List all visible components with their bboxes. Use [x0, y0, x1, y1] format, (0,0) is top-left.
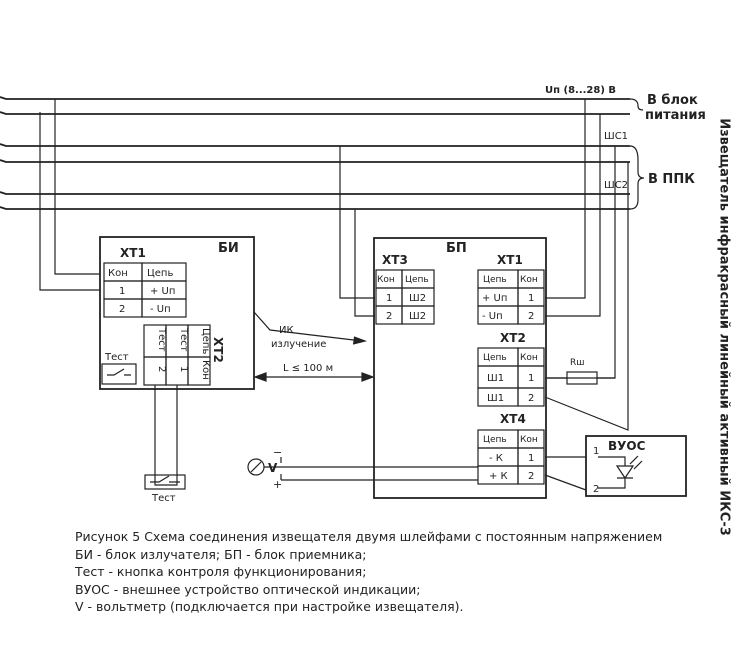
loop1-label: ШС1 — [604, 131, 628, 142]
ir-label: ИК — [279, 325, 294, 336]
loop2-label: ШС2 — [604, 180, 628, 191]
receiver-xt3-r2c2: Ш2 — [409, 311, 426, 322]
receiver-xt4-r1c1: - К — [489, 453, 503, 464]
emitter-xt2-h3: Цепь — [200, 328, 211, 354]
ir-beam-arrow — [253, 311, 363, 342]
caption-line-3: Тест - кнопка контроля функционирования; — [75, 564, 367, 579]
to-power-label-2: питания — [645, 108, 706, 123]
caption-line-4: ВУОС - внешнее устройство оптической инд… — [75, 581, 421, 597]
caption-line-2: БИ - блок излучателя; БП - блок приемник… — [75, 546, 367, 562]
figure-caption: Рисунок 5 Схема соединения извещателя дв… — [75, 528, 715, 616]
emitter-xt2-h2: Тест — [178, 327, 189, 352]
receiver-xt1-r2c2: 2 — [528, 311, 534, 322]
receiver-xt3-r2c1: 2 — [386, 311, 392, 322]
device-title: Извещатель инфракрасный линейный активны… — [716, 118, 732, 536]
bus-drops — [39, 99, 629, 431]
receiver-xt3-table — [375, 269, 435, 325]
receiver-xt4-r1c2: 1 — [528, 453, 534, 464]
emitter-xt1-r1c2: + Uп — [150, 286, 175, 297]
resistor-label: Rш — [570, 358, 585, 368]
vuos-title: ВУОС — [608, 439, 646, 453]
receiver-xt4-r2c2: 2 — [528, 471, 534, 482]
receiver-xt2-r1c1: Ш1 — [487, 373, 504, 384]
receiver-xt2-r2c2: 2 — [528, 393, 534, 404]
voltmeter-plus: + — [273, 478, 282, 491]
receiver-xt4-title: XT4 — [500, 412, 526, 426]
to-power-label: В блок — [647, 93, 698, 108]
receiver-title: БП — [446, 241, 467, 256]
voltmeter-minus: − — [273, 446, 282, 459]
receiver-xt4-h1: Цепь — [483, 435, 507, 445]
receiver-xt2-r2c1: Ш1 — [487, 393, 504, 404]
external-test-button[interactable] — [144, 474, 186, 490]
emitter-xt2-r3: Кон — [200, 360, 211, 380]
receiver-xt4-table — [477, 429, 545, 485]
emitter-title: БИ — [218, 241, 239, 256]
voltmeter-wires — [280, 457, 478, 481]
to-panel-label: В ППК — [648, 172, 695, 187]
external-test-label: Тест — [151, 493, 176, 504]
emitter-xt2-h1: Тест — [156, 327, 167, 352]
caption-line-1: Рисунок 5 Схема соединения извещателя дв… — [75, 529, 663, 544]
vuos-pin1: 1 — [593, 446, 599, 457]
receiver-block — [373, 237, 547, 499]
bus-lines — [0, 96, 630, 210]
receiver-xt2-title: XT2 — [500, 331, 526, 345]
receiver-xt3-h1: Кон — [377, 275, 395, 285]
receiver-xt2-h1: Цепь — [483, 353, 507, 363]
vuos-block — [585, 435, 687, 497]
vuos-pin2: 2 — [593, 484, 599, 495]
emitter-xt2-title: XT2 — [211, 337, 225, 363]
emitter-xt1-table — [103, 262, 187, 318]
panel-brace — [629, 145, 645, 210]
receiver-xt1-h2: Кон — [520, 275, 538, 285]
caption-line-5: V - вольтметр (подключается при настройк… — [75, 599, 464, 614]
receiver-xt1-h1: Цепь — [483, 275, 507, 285]
receiver-xt2-r1c2: 1 — [528, 373, 534, 384]
receiver-xt1-r1c2: 1 — [528, 293, 534, 304]
receiver-xt3-r1c2: Ш2 — [409, 293, 426, 304]
emitter-xt2-r1: 2 — [156, 366, 167, 372]
emitter-xt1-h2: Цепь — [147, 268, 173, 279]
internal-test-label: Тест — [104, 352, 129, 363]
receiver-xt1-r1c1: + Uп — [482, 293, 507, 304]
ir-label-2: излучение — [271, 339, 326, 350]
emitter-xt1-r2c2: - Uп — [150, 304, 171, 315]
receiver-xt3-title: XT3 — [382, 253, 408, 267]
voltmeter-label: V — [268, 461, 278, 475]
receiver-xt1-title: XT1 — [497, 253, 523, 267]
receiver-xt3-h2: Цепь — [405, 275, 429, 285]
power-brace — [629, 98, 644, 111]
power-voltage-label: Uп (8...28) В — [545, 85, 616, 96]
receiver-xt3-r1c1: 1 — [386, 293, 392, 304]
receiver-xt4-h2: Кон — [520, 435, 538, 445]
receiver-xt2-table — [477, 347, 545, 407]
receiver-xt1-table — [477, 269, 545, 325]
distance-label: L ≤ 100 м — [283, 363, 333, 374]
test-leads — [154, 385, 178, 486]
emitter-xt1-h1: Кон — [108, 268, 128, 279]
emitter-xt1-r1c1: 1 — [119, 286, 125, 297]
receiver-xt1-r2c1: - Uп — [482, 311, 503, 322]
receiver-xt4-r2c1: + К — [489, 471, 508, 482]
side-title: Извещатель инфракрасный линейный активны… — [700, 0, 748, 540]
emitter-xt2-r2: 1 — [178, 366, 189, 372]
internal-test-button[interactable] — [101, 363, 137, 385]
vuos-led-icon — [615, 455, 643, 480]
emitter-xt1-r2c1: 2 — [119, 304, 125, 315]
receiver-xt2-h2: Кон — [520, 353, 538, 363]
emitter-xt1-title: XT1 — [120, 246, 146, 260]
